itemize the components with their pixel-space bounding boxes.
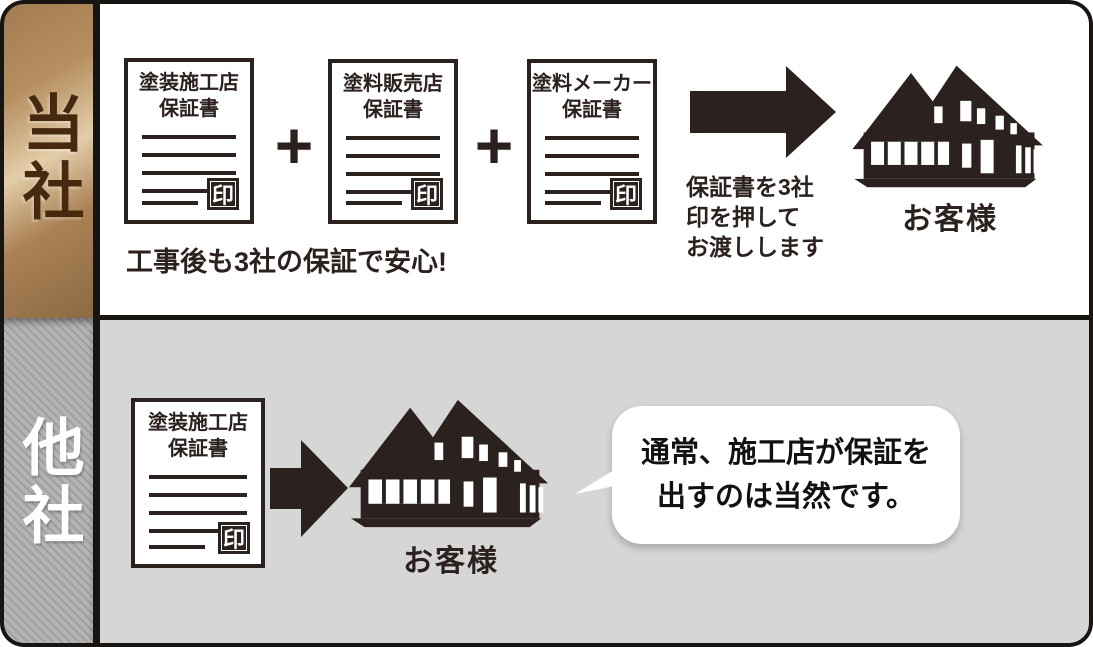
arrow-note-line: 保証書を3社 xyxy=(686,174,814,200)
seal-stamp-icon: 印 xyxy=(411,178,443,210)
certificate-title-line: 保証書 xyxy=(363,99,423,121)
certificate-title: 塗装施工店 保証書 xyxy=(128,70,250,122)
sidebar-our-company: 当社 xyxy=(0,0,93,318)
speech-bubble-line: 通常、施工店が保証を xyxy=(640,437,931,469)
seal-stamp-icon: 印 xyxy=(207,178,239,210)
certificate-title: 塗料メーカー 保証書 xyxy=(531,71,653,123)
certificate-text-lines xyxy=(135,475,261,533)
horizontal-divider xyxy=(100,315,1093,320)
certificate-title-line: 塗料メーカー xyxy=(532,73,652,95)
seal-stamp-icon: 印 xyxy=(610,178,642,210)
customer-label: お客様 xyxy=(403,545,499,578)
vertical-divider xyxy=(93,0,100,647)
speech-bubble-line: 出すのは当然です。 xyxy=(656,481,916,513)
certificate-title-line: 塗料販売店 xyxy=(343,73,443,95)
certificate-text-lines xyxy=(531,136,653,194)
customer-label: お客様 xyxy=(902,203,998,236)
certificate-title-line: 保証書 xyxy=(168,438,228,460)
certificate-footer: 印 xyxy=(149,522,250,554)
certificate-title: 塗装施工店 保証書 xyxy=(135,410,261,462)
certificate-title-line: 保証書 xyxy=(159,98,219,120)
certificate-title-line: 塗装施工店 xyxy=(139,72,239,94)
arrow-note: 保証書を3社 印を押して お渡しします xyxy=(686,172,824,262)
speech-bubble-tail-icon xyxy=(575,467,619,494)
certificate-title-line: 保証書 xyxy=(562,99,622,121)
block-arrow-right-icon xyxy=(270,440,348,537)
speech-bubble: 通常、施工店が保証を 出すのは当然です。 xyxy=(575,406,960,544)
certificate-footer: 印 xyxy=(142,178,239,210)
our-row-caption: 工事後も3社の保証で安心! xyxy=(126,247,448,277)
other-company-row-label: 他社 xyxy=(12,414,82,551)
house-icon xyxy=(852,65,1043,188)
certificate-title: 塗料販売店 保証書 xyxy=(332,71,454,123)
signature-line xyxy=(142,201,198,205)
certificate-paint-maker: 塗料メーカー 保証書 印 xyxy=(527,59,657,224)
certificate-painting-contractor-other: 塗装施工店 保証書 印 xyxy=(131,398,265,568)
plus-sign: + xyxy=(274,108,314,182)
sidebar-other-company: 他社 xyxy=(0,318,93,647)
house-icon xyxy=(349,399,549,528)
our-company-row-label: 当社 xyxy=(12,91,82,227)
certificate-title-line: 塗装施工店 xyxy=(148,412,248,434)
certificate-painting-contractor: 塗装施工店 保証書 印 xyxy=(124,58,254,224)
certificate-paint-dealer: 塗料販売店 保証書 印 xyxy=(328,59,458,224)
certificate-footer: 印 xyxy=(346,178,443,210)
certificate-text-lines xyxy=(128,135,250,193)
certificate-text-lines xyxy=(332,136,454,194)
certificate-footer: 印 xyxy=(545,178,642,210)
block-arrow-right-icon xyxy=(690,66,836,158)
signature-line xyxy=(149,545,205,549)
signature-line xyxy=(545,201,601,205)
arrow-note-line: お渡しします xyxy=(686,234,824,260)
seal-stamp-icon: 印 xyxy=(218,522,250,554)
arrow-note-line: 印を押して xyxy=(686,204,801,230)
signature-line xyxy=(346,201,402,205)
plus-sign: + xyxy=(474,108,514,182)
